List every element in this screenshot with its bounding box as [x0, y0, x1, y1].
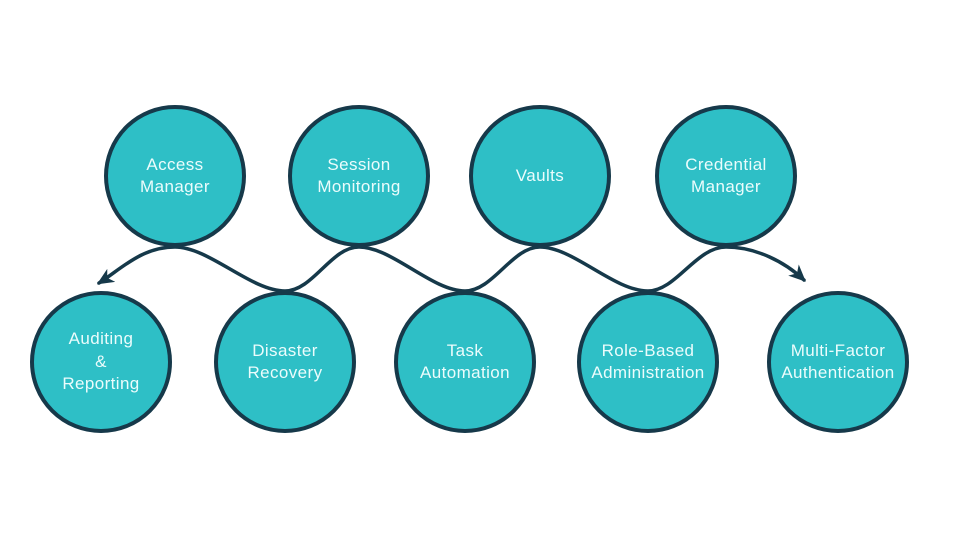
- node-label-access-manager: Access Manager: [140, 154, 210, 196]
- node-disaster-recovery: Disaster Recovery: [214, 291, 356, 433]
- node-credential-manager: Credential Manager: [655, 105, 797, 247]
- node-label-disaster-recovery: Disaster Recovery: [247, 340, 323, 382]
- node-multi-factor-authentication: Multi-Factor Authentication: [767, 291, 909, 433]
- node-label-credential-manager: Credential Manager: [685, 154, 767, 196]
- node-label-task-automation: Task Automation: [420, 340, 510, 382]
- node-auditing-reporting: Auditing & Reporting: [30, 291, 172, 433]
- node-session-monitoring: Session Monitoring: [288, 105, 430, 247]
- node-access-manager: Access Manager: [104, 105, 246, 247]
- node-label-session-monitoring: Session Monitoring: [317, 154, 401, 196]
- node-task-automation: Task Automation: [394, 291, 536, 433]
- node-vaults: Vaults: [469, 105, 611, 247]
- node-role-based-administration: Role-Based Administration: [577, 291, 719, 433]
- node-label-multi-factor-authentication: Multi-Factor Authentication: [781, 340, 895, 382]
- connector-path: [96, 245, 806, 293]
- node-label-vaults: Vaults: [515, 165, 565, 185]
- node-label-auditing-reporting: Auditing & Reporting: [62, 329, 140, 394]
- node-label-role-based-administration: Role-Based Administration: [591, 340, 705, 382]
